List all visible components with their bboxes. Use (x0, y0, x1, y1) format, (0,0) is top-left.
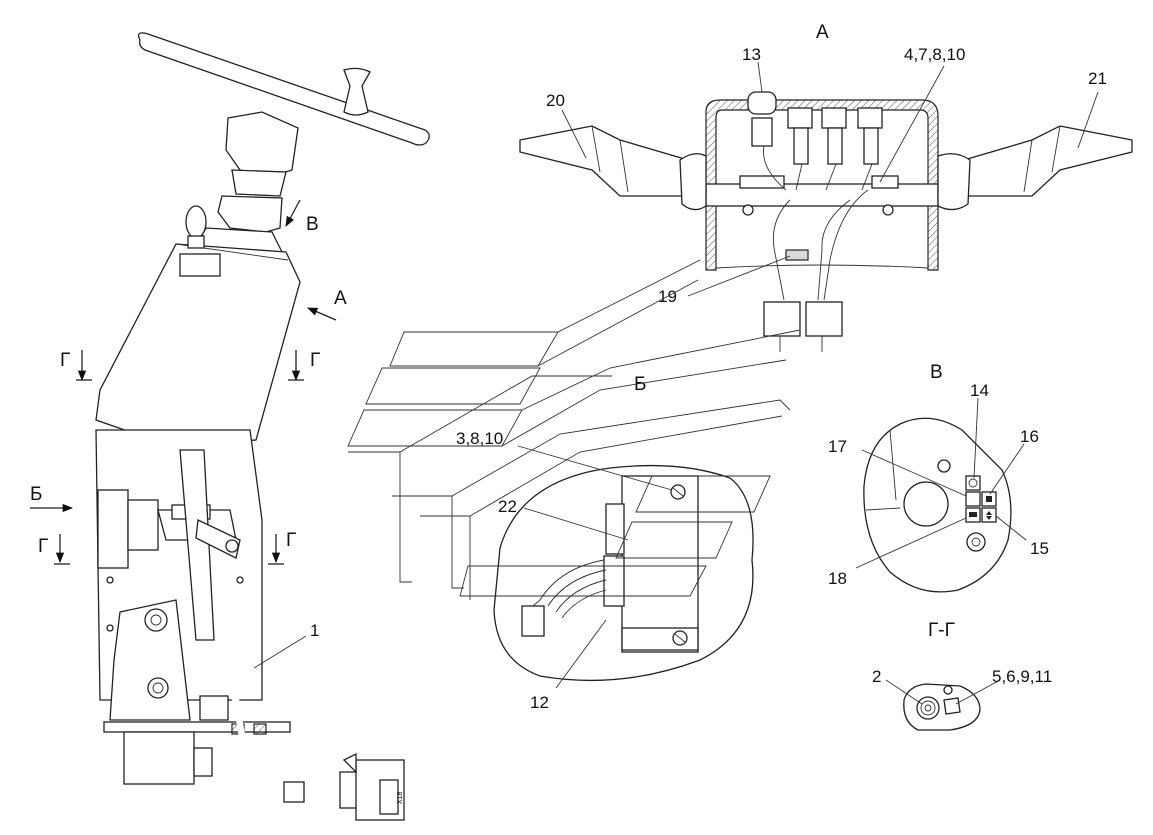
switch-housing (705, 99, 939, 271)
view-b: Б (347, 259, 801, 682)
connector-tag: X18 (397, 791, 404, 804)
callout-17: 17 (828, 437, 847, 456)
callouts-section-gg: 2 5,6,9,11 (872, 667, 1052, 705)
connector-x18: X18 (339, 752, 405, 821)
callout-2: 2 (872, 667, 881, 686)
section-mark-g3: Г (38, 536, 48, 557)
mounting-bracket (109, 599, 191, 721)
view-a-title: А (816, 22, 829, 43)
callout-1: 1 (253, 621, 319, 669)
callout-4-7-8-10: 4,7,8,10 (904, 45, 965, 64)
callout-20: 20 (546, 91, 565, 110)
callouts-view-b: 3,8,10 22 12 (456, 429, 673, 712)
steering-wheel (137, 32, 430, 146)
view-v: В (863, 362, 1012, 593)
relay-block (621, 475, 699, 653)
section-g-g: Г-Г (903, 620, 981, 731)
arrow-v-label: В (306, 214, 319, 235)
steering-hub (225, 111, 299, 177)
view-v-title: В (930, 362, 943, 383)
callout-18: 18 (828, 569, 847, 588)
control-button-panel (965, 475, 997, 552)
callout-16: 16 (1020, 427, 1039, 446)
left-stalk-lever (519, 125, 703, 197)
callout-21: 21 (1088, 69, 1107, 88)
base-plate (103, 721, 291, 733)
arrow-b-label: Б (30, 484, 42, 505)
arrow-a-label: А (334, 288, 347, 309)
turn-switch-knob (185, 205, 207, 239)
section-mark-g1: Г (60, 350, 70, 371)
callouts-view-v: 14 16 17 15 18 (828, 381, 1049, 588)
callout-5-6-9-11: 5,6,9,11 (992, 667, 1052, 686)
right-stalk-lever (949, 125, 1133, 197)
indicator-lamps-row (747, 91, 883, 165)
svg-text:1: 1 (310, 621, 319, 640)
callout-13: 13 (742, 45, 761, 64)
callout-12: 12 (530, 693, 549, 712)
view-a-connector-left (763, 301, 801, 337)
view-a-connector-right (805, 301, 843, 337)
view-b-title: Б (634, 374, 646, 395)
steering-column-view: X18 (95, 32, 430, 821)
section-mark-g4: Г (286, 530, 296, 551)
section-gg-title: Г-Г (928, 620, 955, 641)
section-mark-g2: Г (310, 350, 320, 371)
callout-14: 14 (970, 381, 989, 400)
view-a: А (519, 22, 1133, 352)
section-gg-body (903, 683, 981, 731)
callout-22: 22 (498, 497, 517, 516)
wheel-knob (343, 67, 371, 116)
callout-3-8-10: 3,8,10 (456, 429, 503, 448)
left-view-markers: В А Б Г Г Г Г (30, 199, 347, 565)
callout-15: 15 (1030, 539, 1049, 558)
